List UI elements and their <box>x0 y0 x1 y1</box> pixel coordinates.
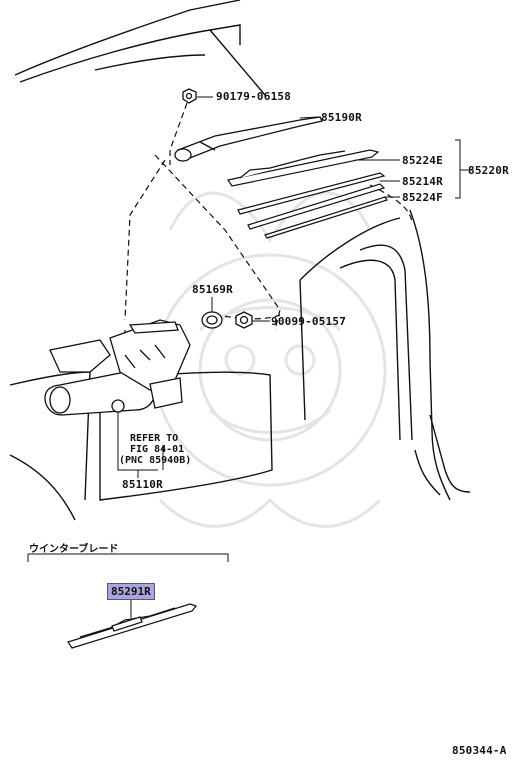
part-label-nut-side[interactable]: 90099-05157 <box>271 315 347 328</box>
reference-note-line1: REFER TO <box>130 433 179 444</box>
reference-note-line2[interactable]: FIG 84-01 <box>130 444 185 455</box>
grommet-drawing <box>201 311 223 329</box>
wiper-blade-drawing <box>227 149 388 239</box>
winter-blade-drawing <box>67 603 198 649</box>
part-label-blade-e[interactable]: 85224E <box>402 154 443 167</box>
part-label-nut-top[interactable]: 90179-06158 <box>216 90 292 103</box>
part-label-grommet[interactable]: 85169R <box>192 283 233 296</box>
wiper-motor-drawing <box>44 319 191 416</box>
nut-top-drawing <box>182 88 197 104</box>
part-label-blade-assy[interactable]: 85220R <box>468 164 509 177</box>
winter-section-title: ウインターブレード <box>29 544 119 555</box>
diagram-id: 850344-A <box>452 744 507 757</box>
part-label-winter-blade-highlighted[interactable]: 85291R <box>107 583 155 600</box>
part-label-arm[interactable]: 85190R <box>321 111 362 124</box>
leader-lines <box>27 96 470 618</box>
nut-side-drawing <box>235 311 253 329</box>
part-label-motor[interactable]: 85110R <box>122 478 163 491</box>
reference-note-line3: (PNC 85940B) <box>119 455 192 466</box>
watermark-crest <box>153 191 387 528</box>
part-label-blade-f[interactable]: 85224F <box>402 191 443 204</box>
wiper-arm-drawing <box>174 116 323 162</box>
part-label-refill[interactable]: 85214R <box>402 175 443 188</box>
